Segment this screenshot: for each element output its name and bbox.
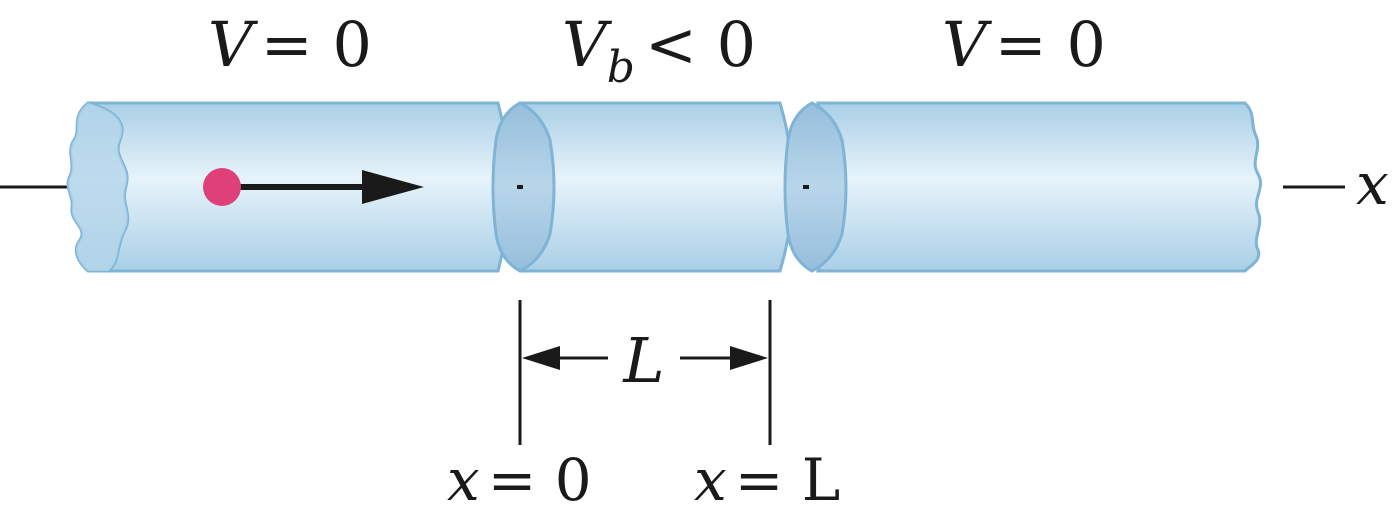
tube-segment-right bbox=[815, 101, 1263, 273]
junction-tick-2 bbox=[803, 185, 809, 189]
ring-junction-1 bbox=[491, 101, 556, 273]
junction-tick-1 bbox=[517, 185, 523, 189]
region-label-middle: Vb< 0 bbox=[562, 8, 756, 93]
ring-junction-2 bbox=[783, 101, 848, 273]
barrier-width-dimension: L bbox=[518, 300, 772, 445]
marker-label-x-L: x= L bbox=[694, 446, 840, 514]
particle-dot-icon bbox=[203, 168, 241, 206]
axis-label-x: x bbox=[1356, 150, 1389, 218]
marker-label-x-0: x= 0 bbox=[447, 446, 592, 514]
region-label-left: V= 0 bbox=[208, 8, 372, 81]
dimension-arrowhead-right-icon bbox=[730, 346, 768, 370]
particle-group bbox=[203, 168, 424, 206]
velocity-arrowhead-icon bbox=[362, 170, 424, 204]
tube-segment-middle bbox=[519, 101, 794, 273]
barrier-width-label: L bbox=[622, 324, 664, 397]
region-label-right: V= 0 bbox=[942, 8, 1106, 81]
dimension-arrowhead-left-icon bbox=[522, 346, 560, 370]
